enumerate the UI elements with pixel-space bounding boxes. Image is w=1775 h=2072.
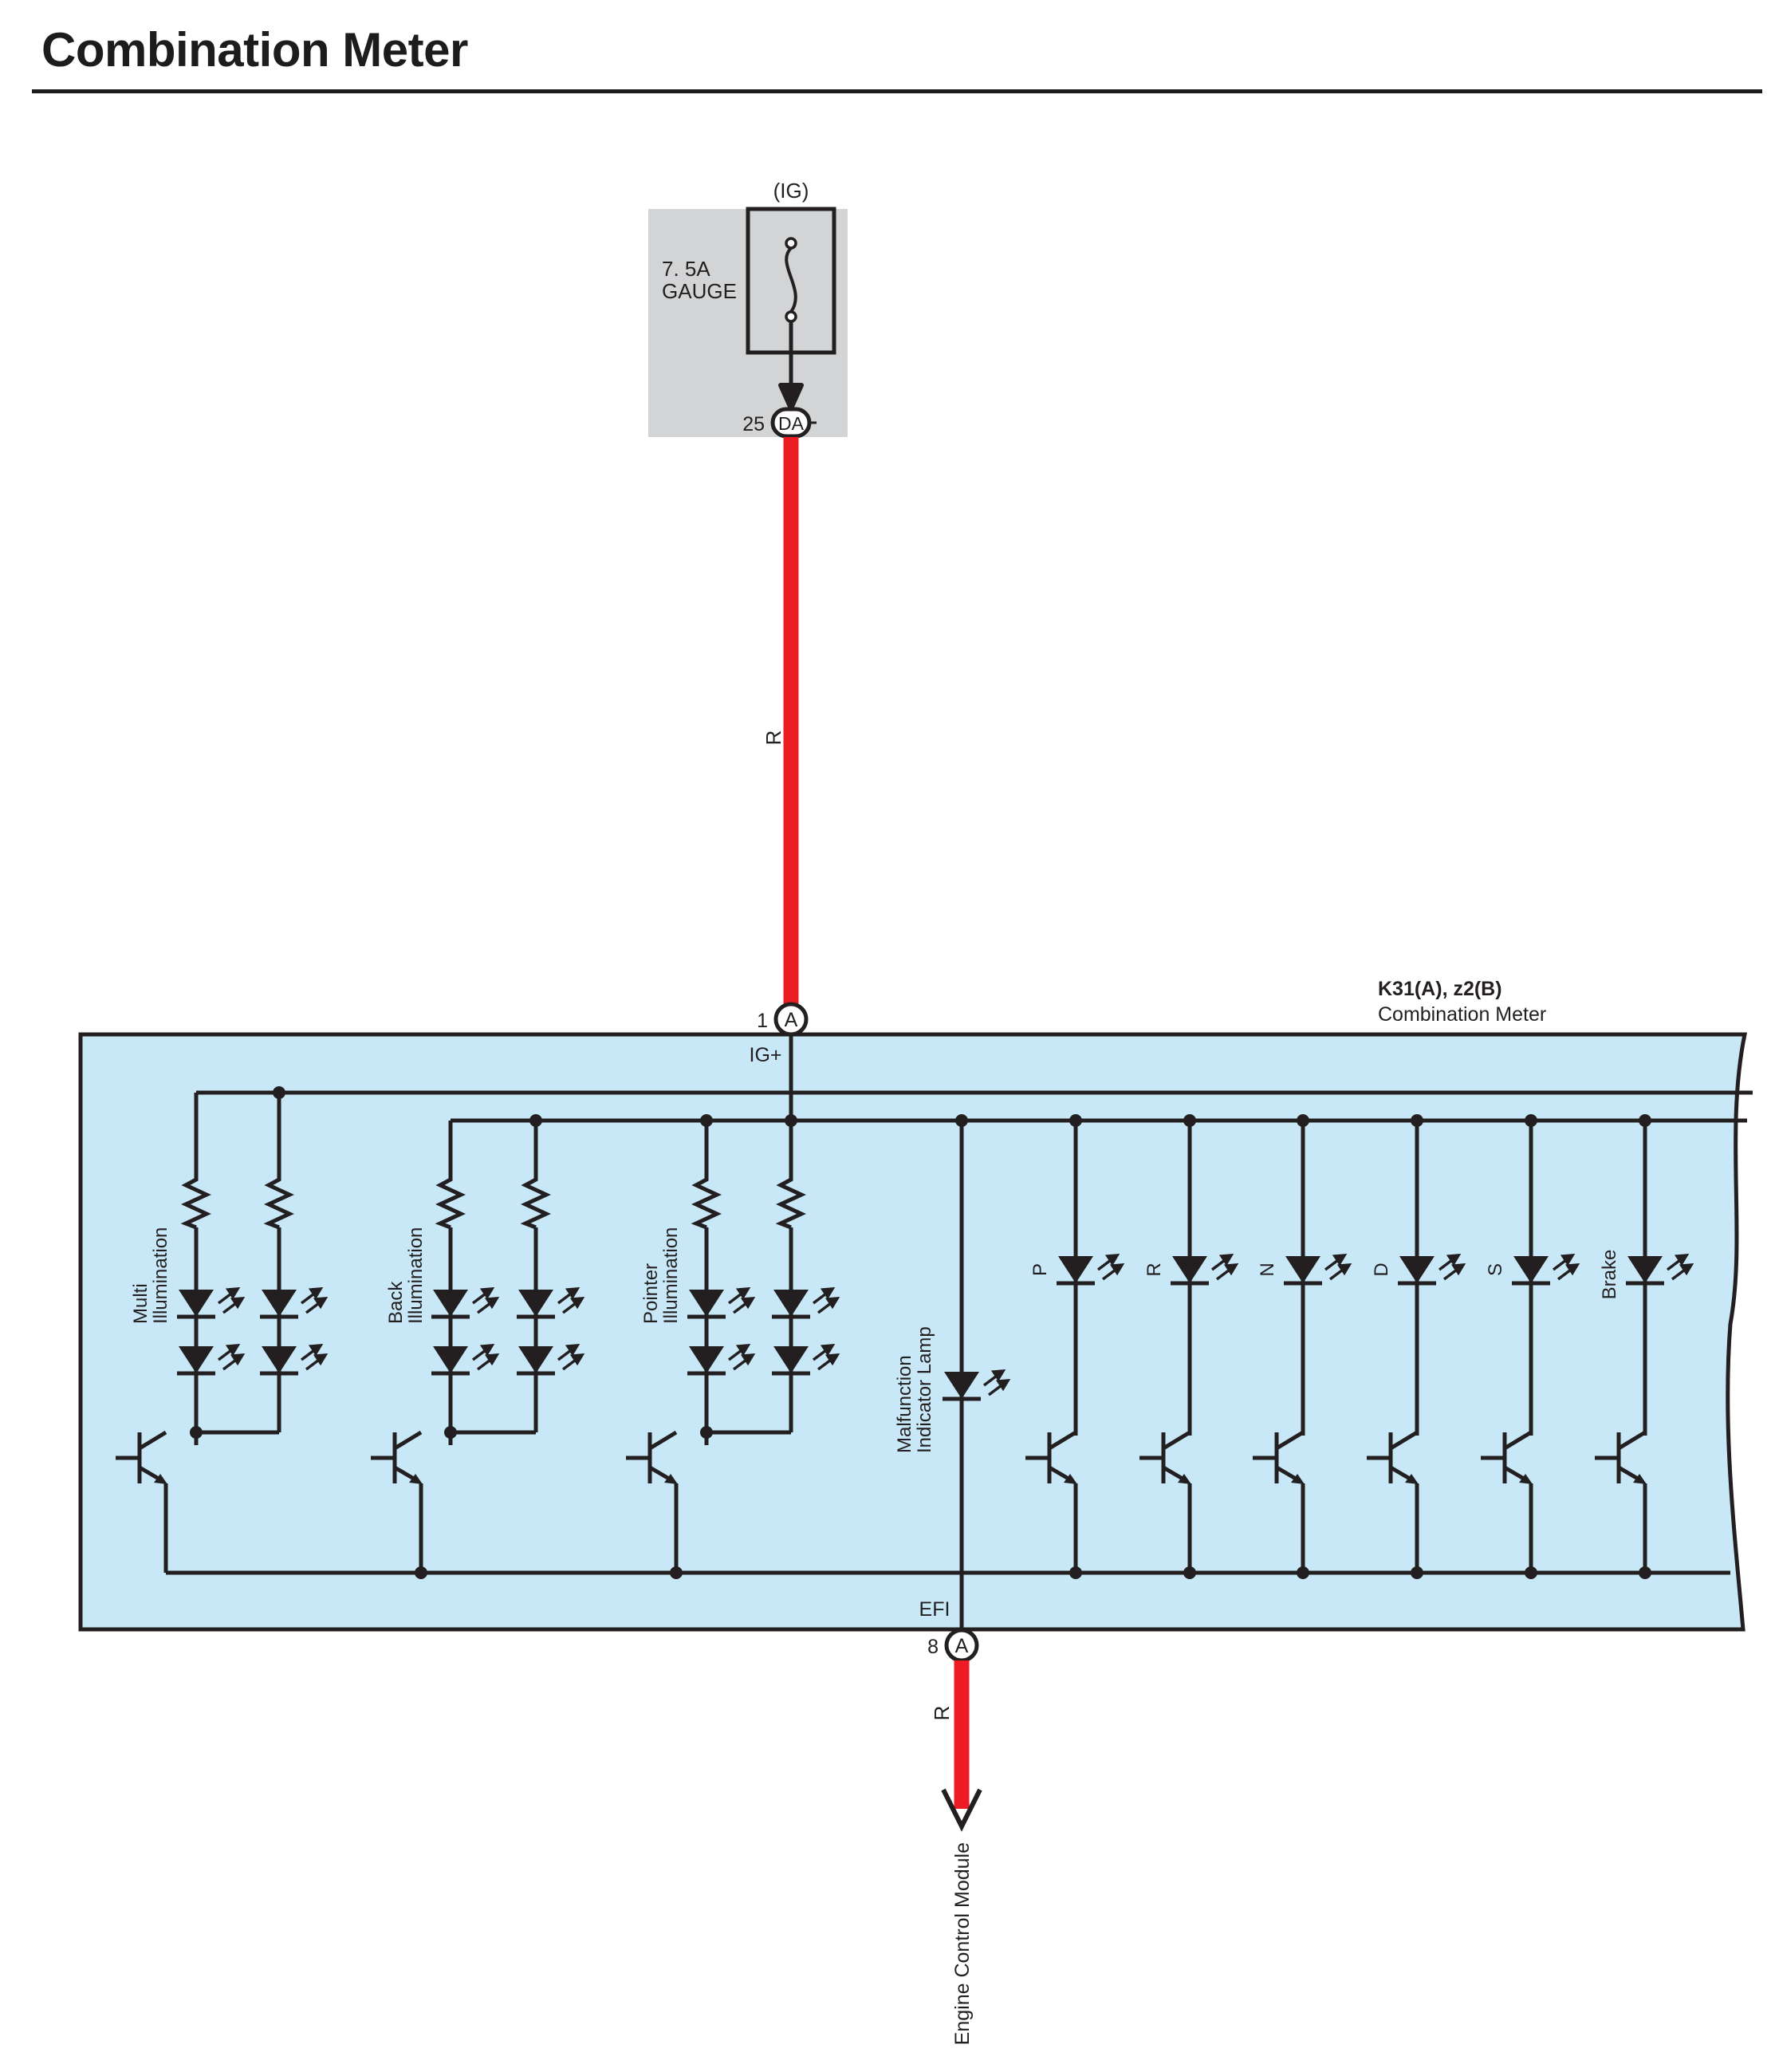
title-divider [32, 89, 1762, 93]
wire-arrow-icon [941, 1788, 982, 1832]
indicator-label-s: S [1485, 1263, 1506, 1276]
fuse-connector-pin: 25 [742, 413, 765, 435]
indicator-label-brake: Brake [1599, 1250, 1620, 1300]
fuse-name: GAUGE [662, 279, 737, 303]
supply-wire-color-code: R [762, 731, 785, 746]
indicator-label-d: D [1371, 1263, 1392, 1276]
fuse-connector-code: DA [778, 413, 805, 434]
meter-body [78, 1032, 1748, 1632]
group-labels: Multi Illumination Back Illumination Poi… [130, 1227, 935, 1453]
meter-name: Combination Meter [1378, 1003, 1546, 1026]
fuse-rating: 7. 5A [662, 257, 710, 281]
group-label-line2: Illumination [405, 1227, 427, 1324]
fuse-block: (IG) 7. 5A GAUGE DA 25 [648, 179, 848, 439]
power-connector-pin: 1 [757, 1010, 768, 1032]
efi-signal-label: EFI [919, 1598, 950, 1621]
mil-label-line1: Malfunction [894, 1355, 915, 1453]
fuse-supply-label: (IG) [773, 179, 809, 203]
indicator-label-r: R [1143, 1263, 1165, 1276]
indicator-labels: P R N D S Brake [1029, 1250, 1620, 1300]
junction-dots [190, 1086, 1651, 1579]
efi-connector-code: A [955, 1635, 969, 1657]
indicator-label-p: P [1029, 1263, 1051, 1276]
fuse-symbol-icon [785, 237, 797, 323]
power-signal-label: IG+ [750, 1044, 782, 1066]
indicator-label-n: N [1257, 1263, 1278, 1276]
meter-connector-ids: K31(A), z2(B) [1378, 978, 1502, 1000]
page-title: Combination Meter [41, 23, 468, 77]
group-label-line2: Illumination [150, 1227, 171, 1324]
group-label-line1: Pointer [640, 1263, 662, 1324]
efi-connector-pin: 8 [927, 1636, 939, 1658]
power-connector-code: A [785, 1009, 798, 1031]
power-connector: A 1 IG+ [750, 1002, 809, 1066]
group-label-line1: Back [385, 1281, 407, 1324]
group-label-line1: Multi [130, 1283, 152, 1324]
destination-label: Engine Control Module [951, 1842, 974, 2045]
efi-wire-color-code: R [930, 1706, 954, 1721]
mil-label-line2: Indicator Lamp [914, 1326, 935, 1453]
group-label-line2: Illumination [660, 1227, 682, 1324]
connector-arrow-icon [778, 383, 804, 411]
